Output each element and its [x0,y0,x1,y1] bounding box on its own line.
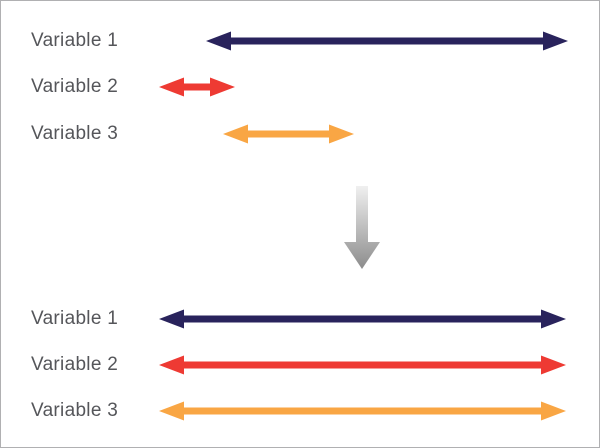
variable-label-top-3: Variable 3 [31,123,119,144]
arrowhead-right [541,309,566,329]
variable-label-top-1: Variable 1 [31,30,119,51]
transform-arrowhead-down [344,242,380,269]
variable-label-bottom-2: Variable 2 [31,354,119,375]
arrowhead-right [210,77,235,97]
variable-label-bottom-3: Variable 3 [31,400,119,421]
arrowhead-left [159,77,184,97]
arrowhead-left [159,309,184,329]
arrowhead-right [541,355,566,375]
arrowhead-left [223,124,248,144]
arrowhead-right [543,31,568,51]
variable-label-top-2: Variable 2 [31,76,119,97]
arrowhead-left [159,401,184,421]
variable-label-bottom-1: Variable 1 [31,308,119,329]
arrowhead-right [329,124,354,144]
arrowhead-left [159,355,184,375]
arrowhead-right [541,401,566,421]
transform-arrow-shaft [356,186,368,243]
arrowhead-left [206,31,231,51]
